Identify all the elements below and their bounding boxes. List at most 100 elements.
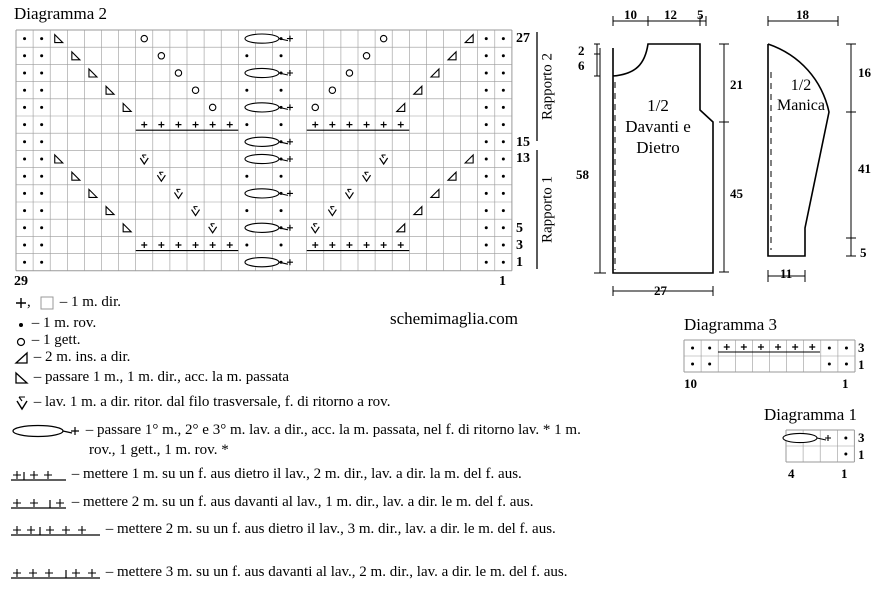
purl-dot <box>844 436 848 440</box>
loop-symbol <box>244 102 294 113</box>
cable-plus <box>226 241 234 249</box>
purl-dot <box>40 88 44 92</box>
d3-row-3: 3 <box>858 340 865 355</box>
purl-dot <box>484 140 488 144</box>
cable-plus <box>311 120 319 129</box>
stitch-symbol <box>140 34 148 43</box>
stitch-symbol <box>174 69 183 77</box>
dim-16: 16 <box>858 65 871 80</box>
stitch-symbol <box>396 102 406 112</box>
legend-row-knit: , – 1 m. dir. <box>14 294 121 311</box>
purl-dot <box>484 174 488 178</box>
cable-plus <box>774 343 782 351</box>
purl-dot <box>40 260 44 264</box>
cable-plus <box>380 241 388 249</box>
cable-plus <box>757 343 765 351</box>
purl-dot <box>501 209 505 213</box>
stitch-symbol <box>413 85 423 95</box>
cable-plus <box>174 241 183 249</box>
cable-plus <box>191 120 200 129</box>
row-number-5: 5 <box>516 221 523 236</box>
cable-plus <box>791 343 799 351</box>
stitch-symbol <box>430 188 440 198</box>
dim-41: 41 <box>858 161 871 176</box>
loop-symbol <box>244 153 294 165</box>
sleeve-label-line1: 1/2 <box>790 77 812 94</box>
dim-2: 2 <box>578 43 585 58</box>
purl-dot <box>484 71 488 75</box>
purl-dot <box>40 226 44 230</box>
purl-dot <box>501 123 505 127</box>
dim-11: 11 <box>780 266 793 281</box>
cable-plus <box>345 241 354 249</box>
purl-dot <box>279 88 283 92</box>
purl-dot <box>245 243 249 247</box>
purl-dot <box>40 209 44 213</box>
purl-dot <box>484 260 488 264</box>
legend-text-6: – lav. 1 m. a dir. ritor. dal filo trasv… <box>33 394 391 410</box>
stitch-symbol <box>122 102 132 112</box>
dot-icon <box>19 322 23 327</box>
cable-3-2-icon <box>11 568 100 579</box>
stitch-symbol <box>447 171 457 181</box>
legend-text-8: – mettere 1 m. su un f. aus dietro il la… <box>71 466 522 482</box>
purl-dot <box>501 105 505 109</box>
loop-symbol <box>244 188 294 199</box>
stitch-symbol <box>464 154 474 164</box>
purl-dot <box>279 243 283 247</box>
cable-plus <box>362 241 371 249</box>
legend-text-9: – mettere 2 m. su un f. aus davanti al l… <box>71 494 534 510</box>
dim-5-top: 5 <box>697 7 704 22</box>
stitch-symbol <box>105 85 115 95</box>
plus-and-square-icon <box>16 296 54 310</box>
loop-symbol <box>244 257 294 268</box>
sleeve-label-line2: Manica <box>777 97 825 114</box>
twisted-v-icon <box>16 396 28 410</box>
stitch-symbol <box>71 171 81 181</box>
diagram2-grid <box>15 29 513 272</box>
purl-dot <box>23 243 27 247</box>
purl-dot <box>484 157 488 161</box>
legend-text-1: – 1 m. dir. <box>59 294 122 310</box>
legend-row-cable-2: – mettere 2 m. su un f. aus davanti al l… <box>10 494 533 511</box>
stitch-symbol <box>379 154 389 165</box>
cable-plus <box>380 120 388 129</box>
purl-dot <box>40 71 44 75</box>
site-name: schemimaglia.com <box>390 309 518 328</box>
purl-dot <box>501 243 505 247</box>
purl-dot <box>40 157 44 161</box>
legend-text-2: – 1 m. rov. <box>31 315 97 331</box>
dim-10: 10 <box>624 7 637 22</box>
stitch-symbol <box>88 188 98 198</box>
purl-dot <box>279 174 283 178</box>
cable-plus <box>174 120 183 129</box>
purl-dot <box>484 105 488 109</box>
sleeve-schema <box>767 43 830 257</box>
stitch-symbol <box>139 154 149 165</box>
purl-dot <box>23 260 27 264</box>
legend-text-3: – 1 gett. <box>31 332 81 348</box>
stitch-symbol <box>122 223 132 233</box>
purl-dot <box>40 54 44 58</box>
diagram2-title: Diagramma 2 <box>14 4 107 23</box>
purl-dot <box>501 260 505 264</box>
stitch-symbol <box>310 223 320 234</box>
legend-row-skp: – passare 1 m., 1 m. dir., acc. la m. pa… <box>14 369 289 386</box>
cable-2-3-icon <box>11 525 100 536</box>
front-label-line3: Dietro <box>636 138 680 157</box>
purl-dot <box>40 191 44 195</box>
cable-plus <box>157 120 165 129</box>
purl-dot <box>40 243 44 247</box>
purl-dot <box>23 123 27 127</box>
sleeve-label: 1/2 Manica <box>768 76 834 116</box>
stitch-symbol <box>105 206 115 216</box>
stitch-symbol <box>362 52 371 60</box>
stitch-symbol <box>208 103 217 112</box>
purl-dot <box>23 191 27 195</box>
front-label-line2: Davanti e <box>625 117 691 136</box>
purl-dot <box>708 362 712 366</box>
stitch-symbol <box>396 223 406 233</box>
cable-2-1-icon <box>11 498 66 509</box>
purl-dot <box>23 209 27 213</box>
